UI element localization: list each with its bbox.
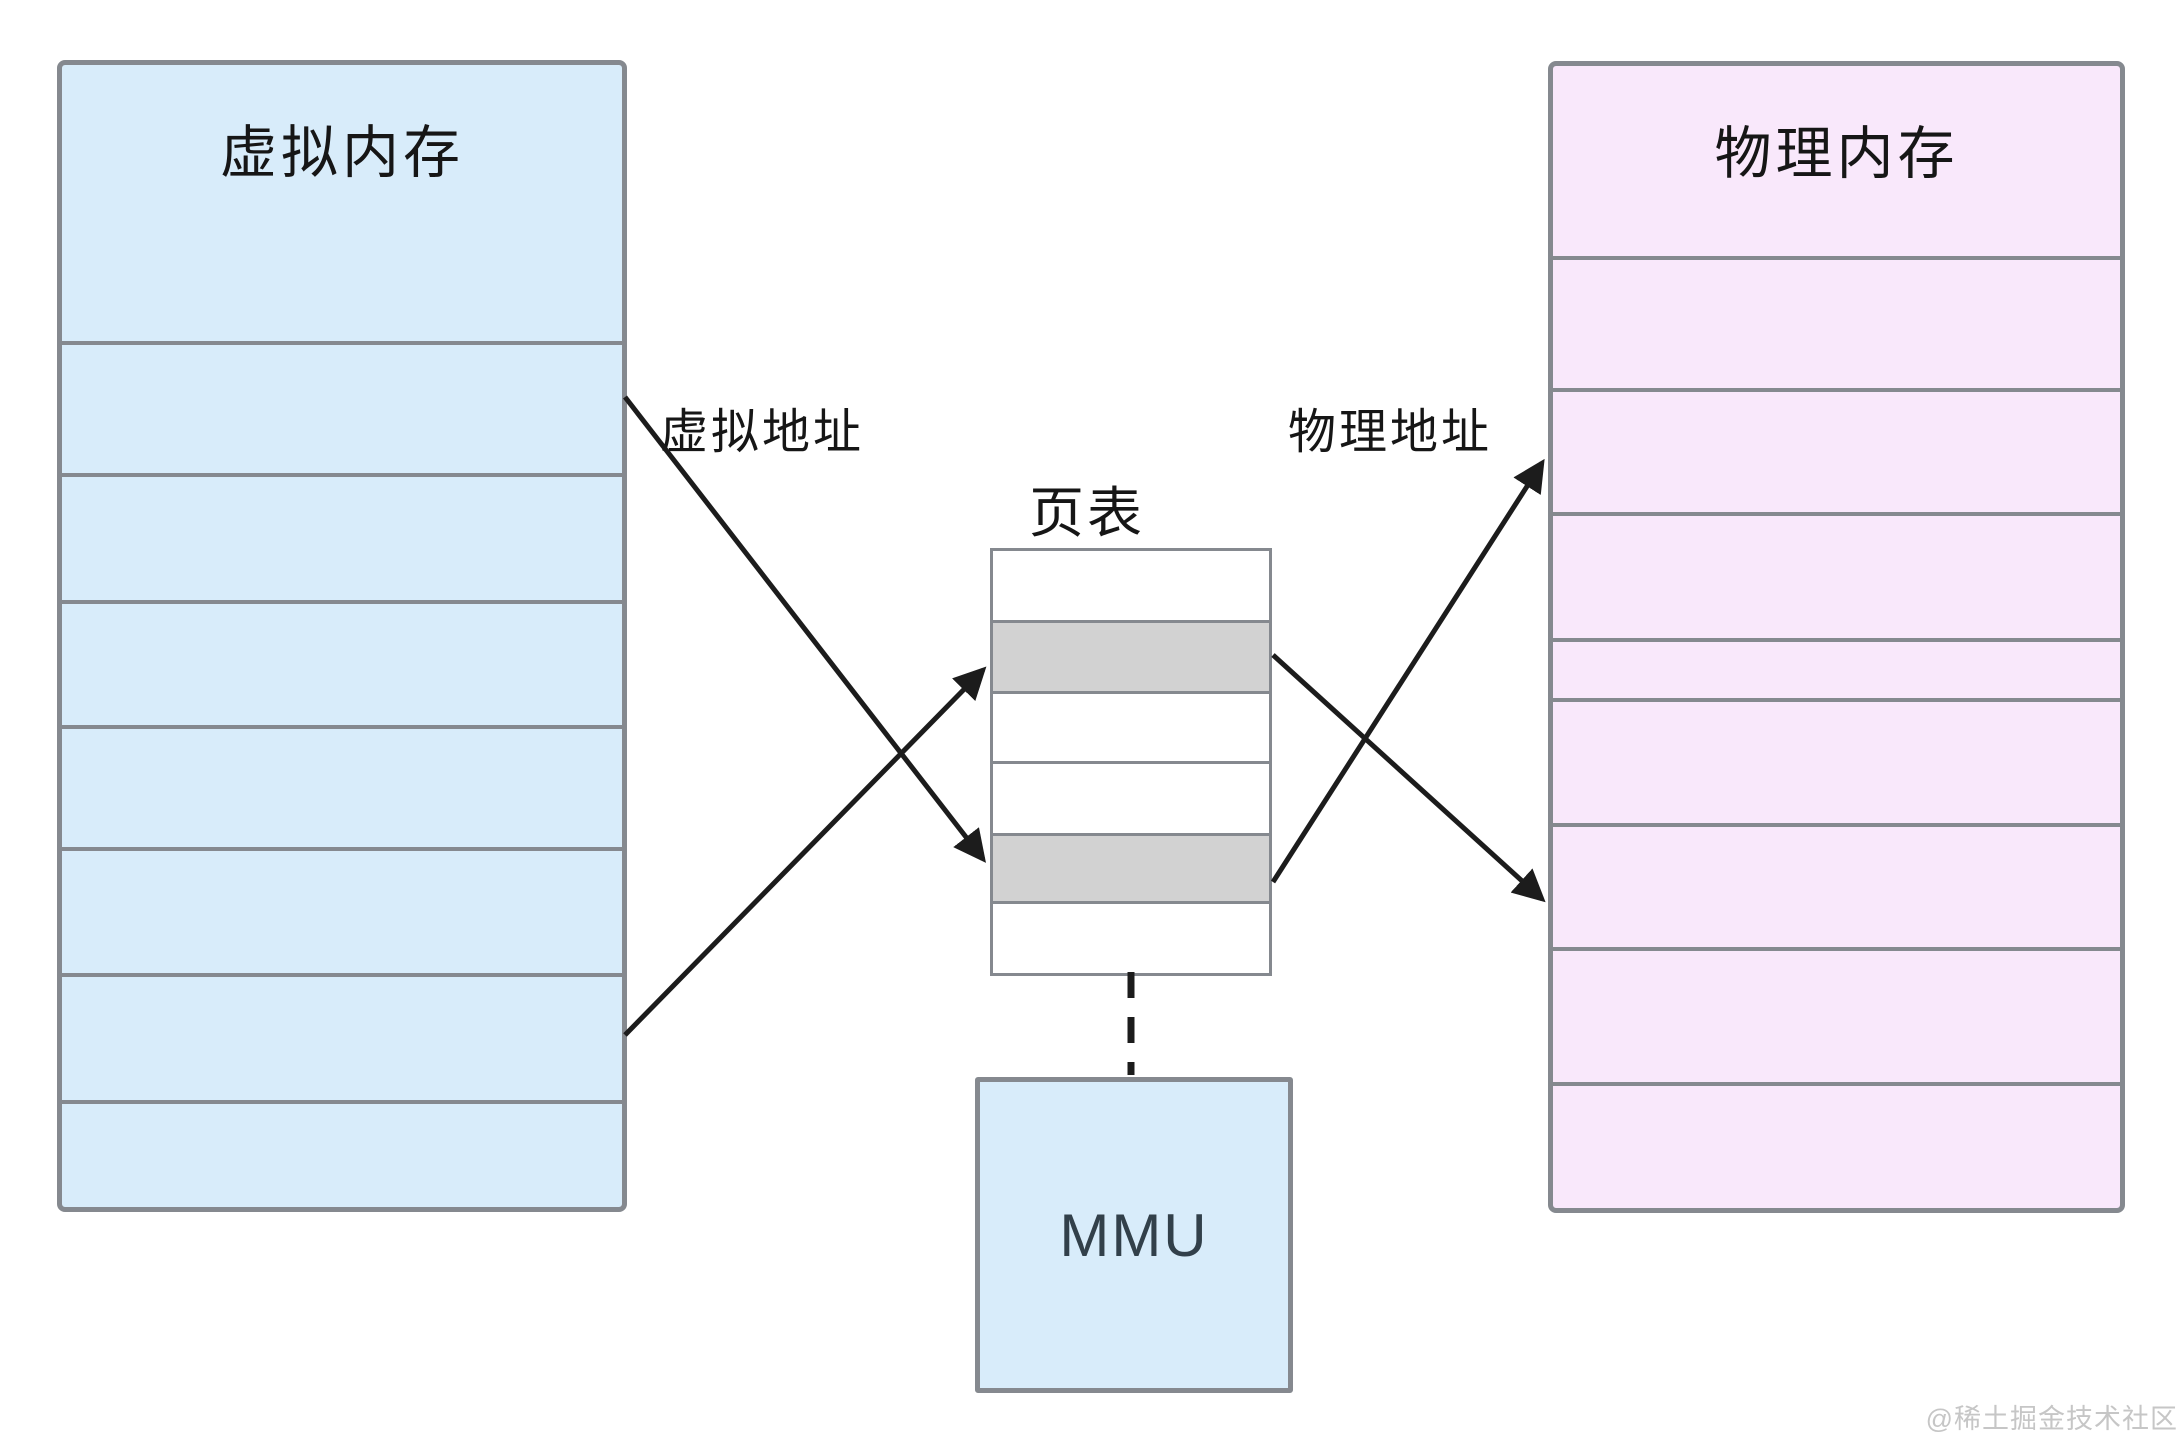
physical-memory-row [1553,1082,2120,1208]
watermark: @稀土掘金技术社区 [1925,1404,2178,1434]
physical-memory-row [1553,638,2120,698]
physical-memory-rows [1553,260,2120,1208]
page-table-row [993,761,1269,833]
virtual-address-arrow-top [623,395,986,863]
physical-memory-row [1553,698,2120,823]
mmu-label: MMU [1059,1201,1209,1269]
virtual-memory-box: 虚拟内存 [57,60,627,1212]
page-table-row [993,691,1269,761]
physical-address-label: 物理地址 [1288,406,1493,459]
virtual-memory-row [62,473,622,600]
page-table-row [993,901,1269,973]
physical-memory-row [1553,947,2120,1082]
physical-memory-title: 物理内存 [1553,66,2120,260]
virtual-memory-row [62,1100,622,1207]
virtual-memory-row [62,847,622,973]
page-table-rows [993,551,1269,973]
page-table-box [990,548,1272,976]
virtual-memory-row [62,345,622,473]
physical-address-arrow-up [1270,458,1545,884]
physical-memory-row [1553,823,2120,947]
physical-memory-row [1553,260,2120,388]
virtual-memory-row [62,725,622,847]
physical-memory-box: 物理内存 [1548,61,2125,1213]
page-table-row [993,551,1269,620]
page-table-row [993,833,1269,901]
physical-memory-row [1553,512,2120,638]
physical-address-arrow-down [1271,653,1546,903]
virtual-memory-row [62,600,622,725]
virtual-memory-rows [62,345,622,1207]
virtual-address-label: 虚拟地址 [660,406,865,459]
page-table-row [993,620,1269,691]
mmu-box: MMU [975,1077,1293,1393]
virtual-address-arrow-bottom [623,666,987,1037]
page-table-title: 页表 [1029,482,1146,544]
virtual-memory-title: 虚拟内存 [62,65,622,345]
physical-memory-row [1553,388,2120,512]
virtual-memory-row [62,973,622,1100]
